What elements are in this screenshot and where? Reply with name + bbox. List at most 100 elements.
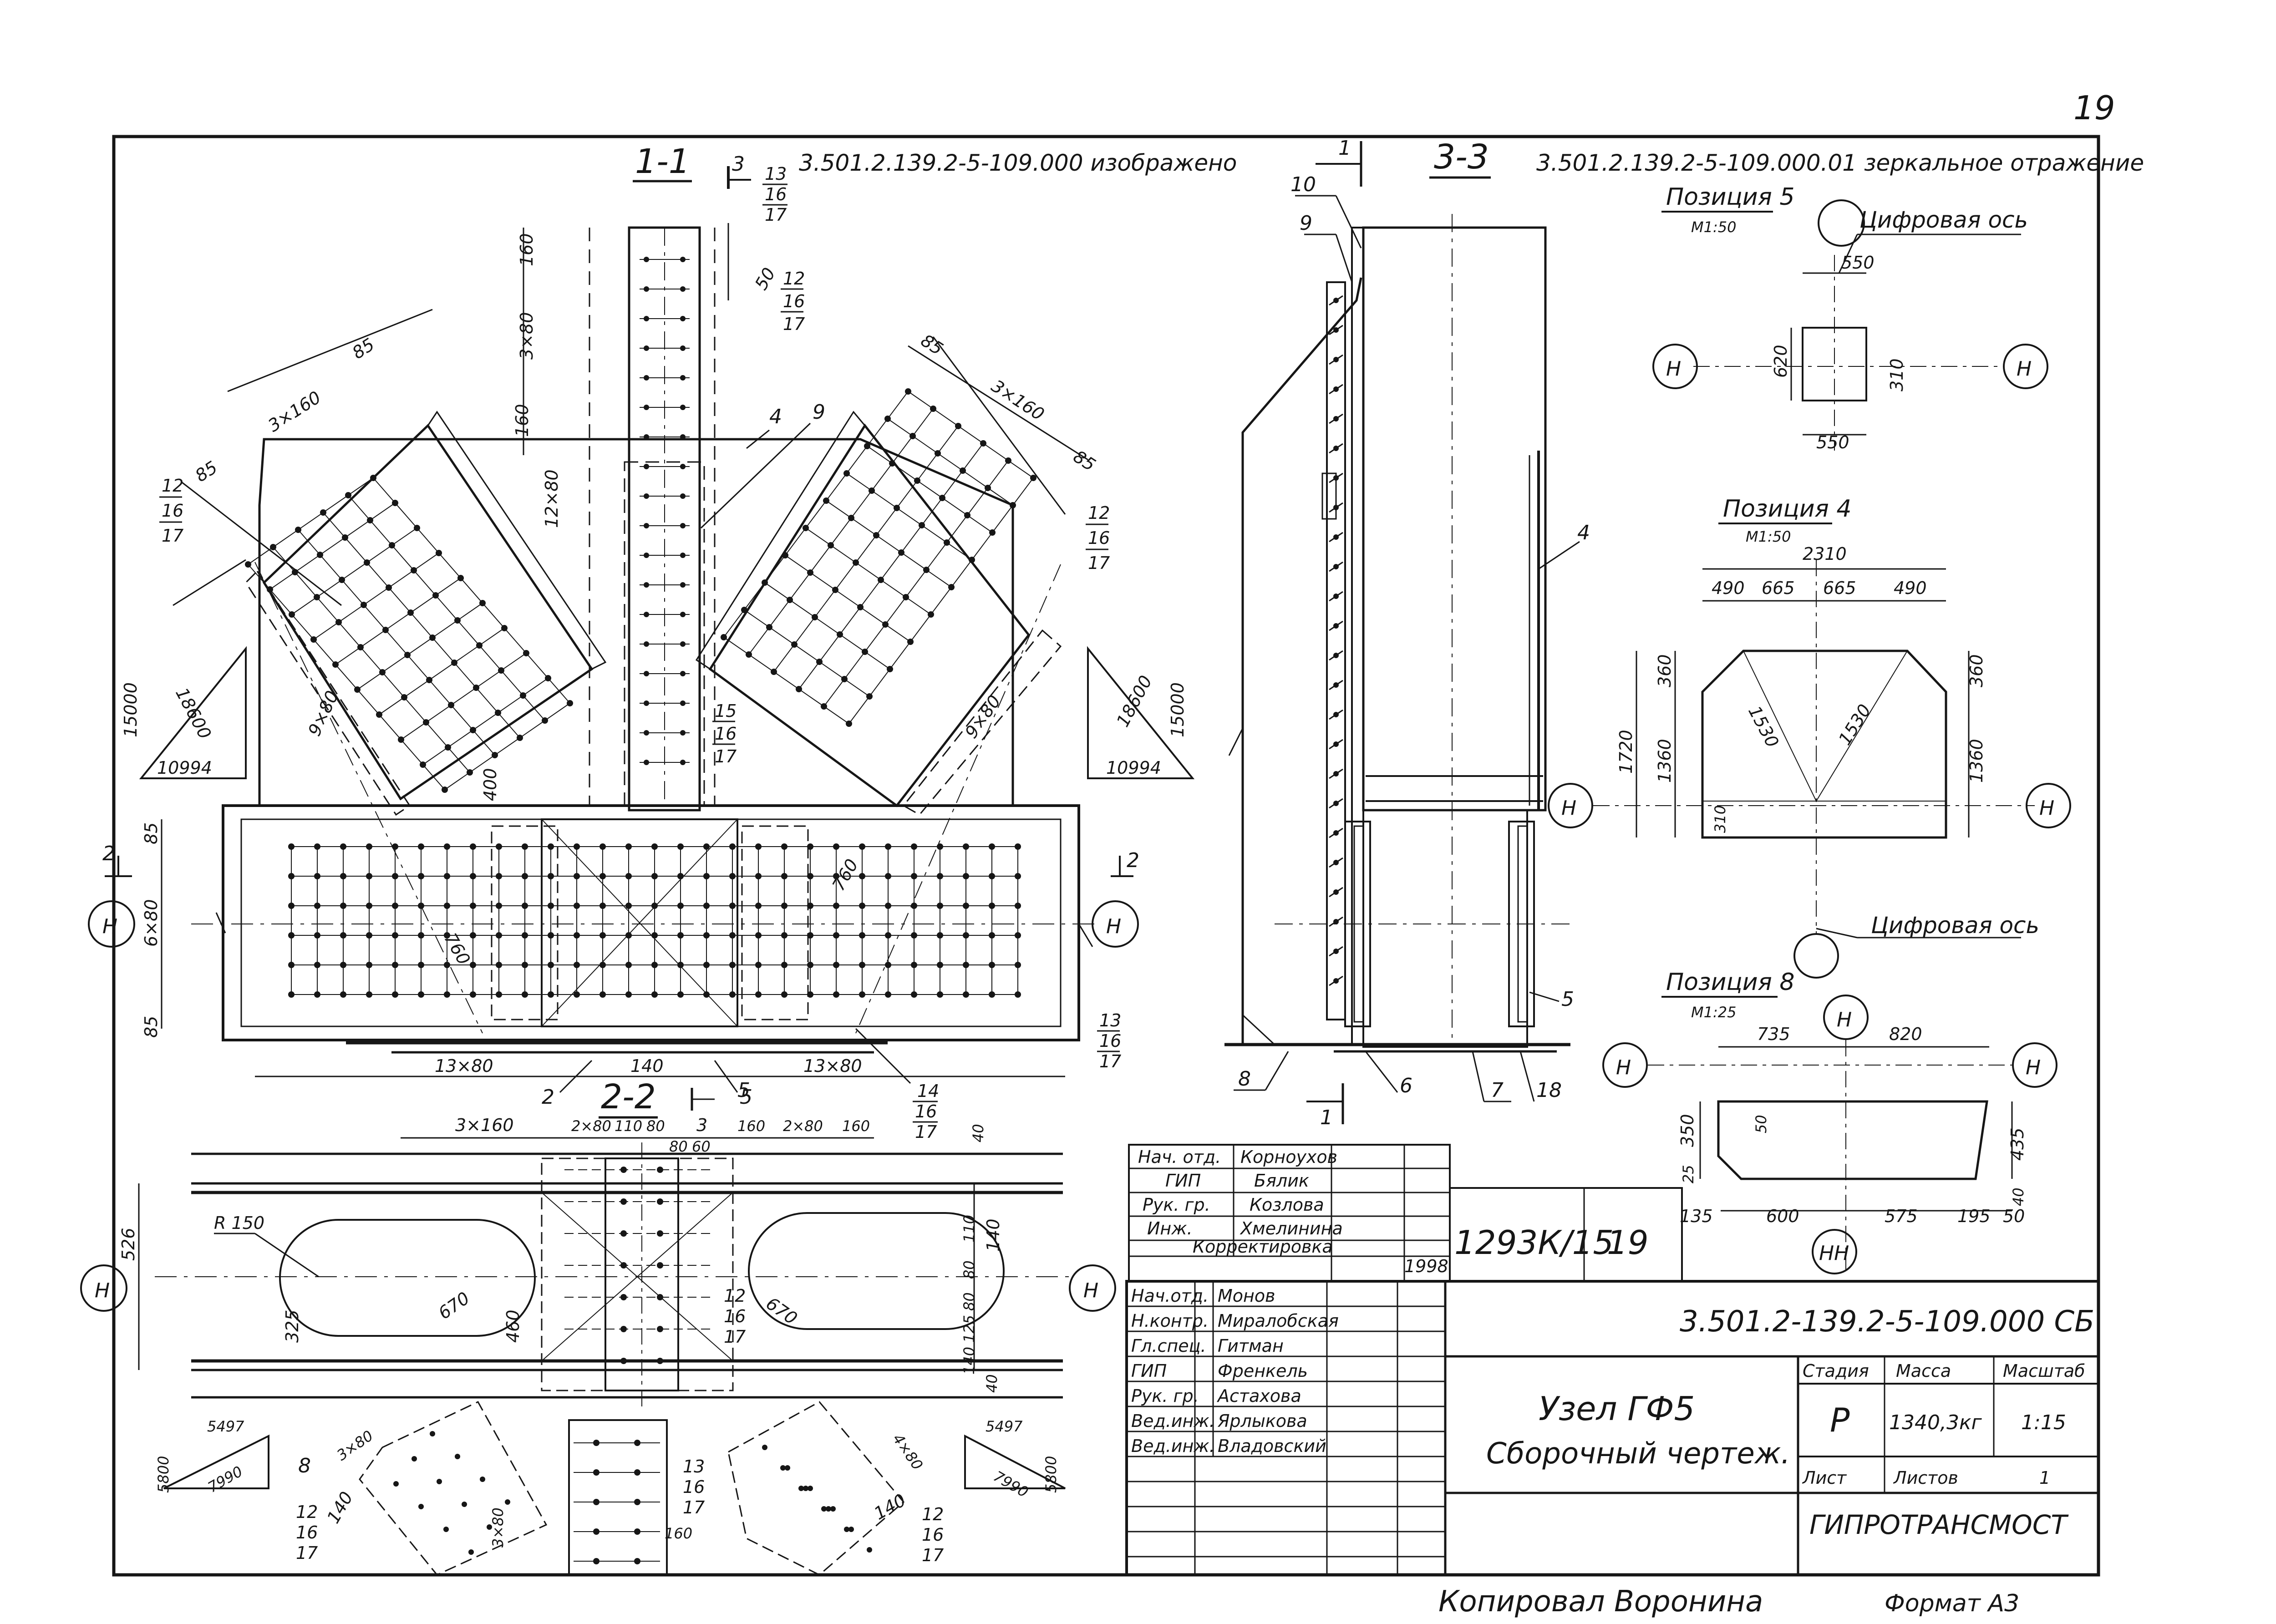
bolt-hole [823,497,829,504]
bolt-hole [548,962,554,968]
leader-10: 10 [1290,173,1316,196]
s22-dim-3x80-left: 3×80 [334,1427,376,1464]
bolt-hole [367,517,373,523]
pos4-dim-1720: 1720 [1616,730,1636,774]
slope-triangle-right: 15000 18600 10994 [1087,646,1195,779]
position-8-axis-right: Н [2026,1056,2041,1079]
bolt-hole [703,903,710,909]
position-5-detail: Позиция 5 М1:50 Цифровая ось Н Н 550 620… [1652,183,2048,452]
chord-member [222,804,1080,1041]
bolt-hole [1005,457,1011,464]
svg-text:16: 16 [724,1306,746,1326]
bolt-hole [741,607,747,613]
bolt-hole [755,932,762,939]
svg-text:16: 16 [783,291,805,311]
correction-label: Корректировка [1193,1237,1333,1257]
bolt-hole [470,727,476,733]
svg-text:16: 16 [915,1101,937,1122]
bolt-hole [833,903,839,909]
bolt-hole [937,903,943,909]
bolt-hole [964,512,970,518]
bolt-hole [821,1506,827,1512]
bolt-hole [548,991,554,998]
bolt-hole [366,932,372,939]
bolt-hole [345,492,351,498]
bolt-hole [911,843,917,850]
bolt-hole [473,685,479,691]
s22-callout-bottom-left: 12 16 17 [296,1502,318,1563]
slope-triangle-2-2-left: 5497 5800 7990 [155,1418,269,1496]
bolt-hole [574,991,580,998]
bolt-hole [340,873,346,879]
svg-text:16: 16 [296,1522,318,1543]
bolt-group-left-diagonal [245,475,573,793]
bolt-hole [310,636,317,643]
bolt-hole [476,642,483,649]
bolt-hole [392,500,398,506]
svg-text:17: 17 [162,526,183,546]
position-8-axis-left: Н [1616,1056,1631,1079]
bolt-hole [807,569,813,576]
bolt-hole [821,703,827,710]
s22-dim-140-left: 140 [323,1488,357,1527]
bolt-hole [914,477,920,484]
bolt-hole [418,843,424,850]
bolt-hole [357,644,364,650]
bolt-hole [470,873,476,879]
bolt-hole [963,962,969,968]
bolt-hole [1015,903,1021,909]
bolt-hole [651,873,658,879]
svg-text:12: 12 [922,1504,944,1524]
bolt-hole [911,873,917,879]
bolt-hole [1015,843,1021,850]
approval-name-1: Бялик [1254,1171,1309,1191]
bolt-hole [937,991,943,998]
bolt-hole [505,1499,510,1505]
bolt-hole [574,903,580,909]
bolt-hole [366,903,372,909]
bolt-hole [989,991,995,998]
correction-year: 1998 [1404,1256,1448,1276]
bolt-hole [625,962,632,968]
position-4-axis-right: Н [2039,797,2054,820]
bolt-hole [455,1454,460,1459]
bolt-hole [342,534,348,541]
header-stage: Стадия [1803,1361,1869,1381]
position-4-axis-note: Цифровая ось [1871,912,2039,939]
bolt-hole [909,433,916,439]
pos8-dim-350: 350 [1677,1114,1697,1147]
pos8-dim-40: 40 [2010,1188,2027,1206]
bolt-hole [862,649,868,655]
bolt-hole [392,843,398,850]
dim-85-left-a: 85 [349,334,378,363]
bolt-hole [885,903,891,909]
pos4-dim-2310: 2310 [1803,544,1847,564]
leader-2: 2 [542,1086,554,1109]
pos5-dim-550-top: 550 [1841,253,1875,273]
bolt-hole [853,559,859,566]
pos8-dim-435: 435 [2007,1127,2027,1161]
bolt-hole [467,769,473,776]
tb-name-1: Миралобская [1218,1311,1339,1331]
bolt-hole [437,1479,442,1484]
bolt-hole [389,542,395,548]
bolt-hole [487,1524,492,1530]
bolt-hole [782,552,788,558]
bolt-hole [379,669,386,675]
leader-14: 14 [917,1081,939,1101]
bolt-hole [833,932,839,939]
bolt-hole [444,843,450,850]
bolt-hole [599,932,606,939]
bolt-hole [599,991,606,998]
bolt-hole [828,542,834,548]
svg-text:5497: 5497 [986,1418,1023,1435]
leader-5: 5 [740,1086,752,1109]
bolt-hole [444,962,450,968]
svg-text:16: 16 [1099,1031,1121,1051]
svg-text:16: 16 [1088,528,1110,548]
svg-text:12: 12 [296,1502,318,1522]
bolt-hole [382,627,389,633]
position-4-title: Позиция 4 [1723,495,1851,523]
sheets-count: 1 [2039,1468,2050,1488]
pos8-dim-195: 195 [1957,1206,1991,1226]
